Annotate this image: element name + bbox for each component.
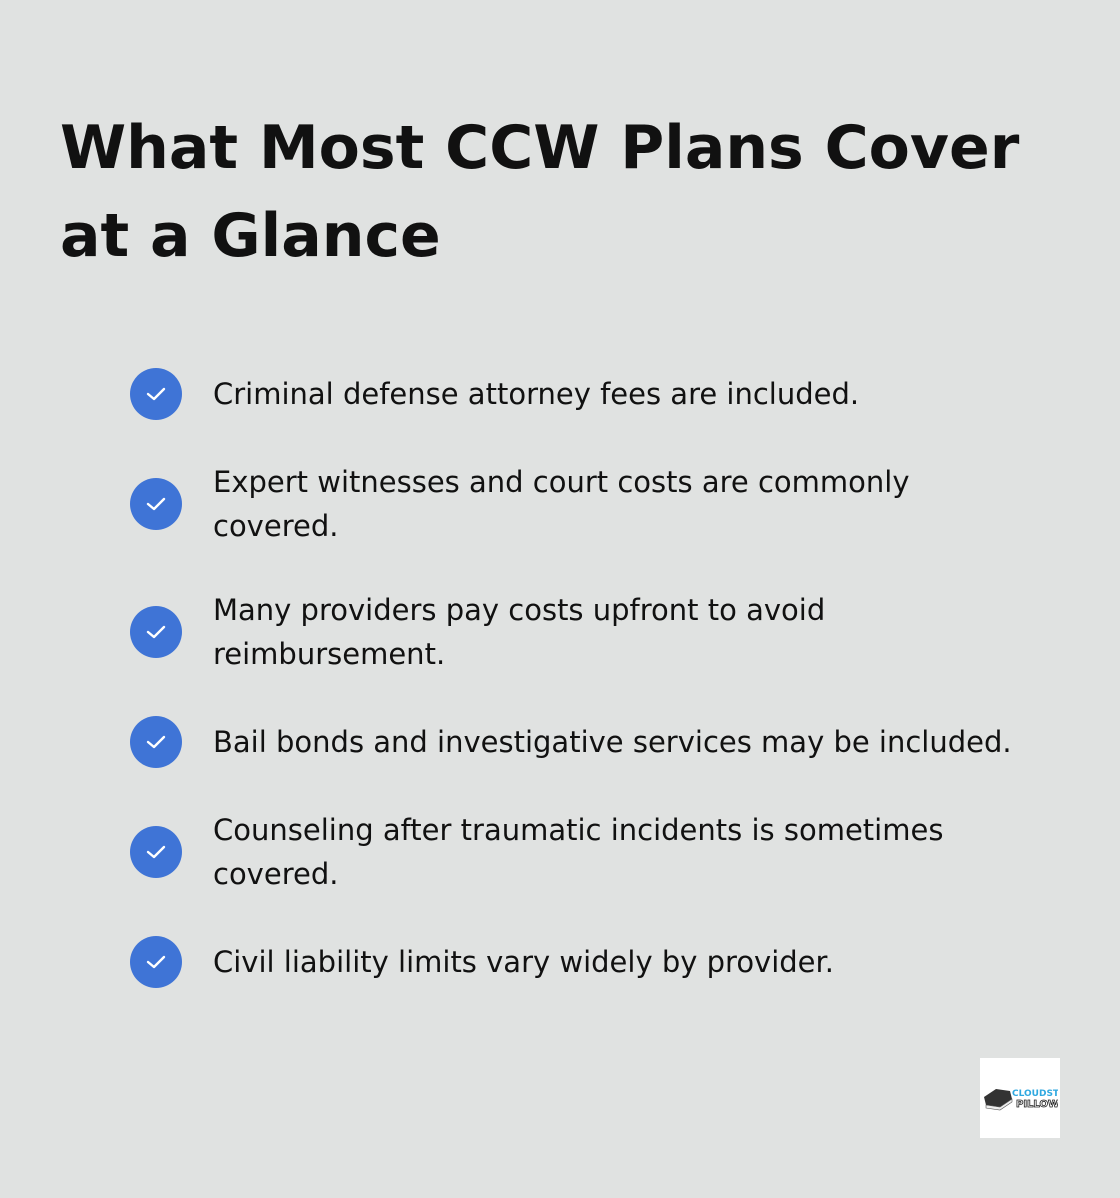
item-text: Bail bonds and investigative services ma… (213, 725, 1012, 759)
item-text: Criminal defense attorney fees are inclu… (213, 377, 860, 411)
cloudster-pillow-logo: CLOUDSTER PILLOW (980, 1058, 1060, 1138)
item-text: Counseling after traumatic incidents is … (213, 813, 944, 891)
page-title: What Most CCW Plans Cover at a Glance (60, 113, 1020, 271)
check-icon (130, 368, 182, 420)
list-item: Counseling after traumatic incidents is … (130, 808, 1030, 896)
item-text: Expert witnesses and court costs are com… (213, 465, 910, 543)
item-text: Many providers pay costs upfront to avoi… (213, 593, 826, 671)
item-text: Civil liability limits vary widely by pr… (213, 945, 835, 979)
list-item: Expert witnesses and court costs are com… (130, 460, 1030, 548)
list-item: Bail bonds and investigative services ma… (130, 716, 1030, 768)
check-icon (130, 716, 182, 768)
list-item: Many providers pay costs upfront to avoi… (130, 588, 1030, 676)
check-icon (130, 606, 182, 658)
svg-text:PILLOW: PILLOW (1016, 1099, 1058, 1110)
check-icon (130, 826, 182, 878)
list-item: Civil liability limits vary widely by pr… (130, 936, 1030, 988)
svg-text:CLOUDSTER: CLOUDSTER (1012, 1089, 1058, 1099)
check-icon (130, 936, 182, 988)
list-item: Criminal defense attorney fees are inclu… (130, 368, 1030, 420)
check-icon (130, 478, 182, 530)
